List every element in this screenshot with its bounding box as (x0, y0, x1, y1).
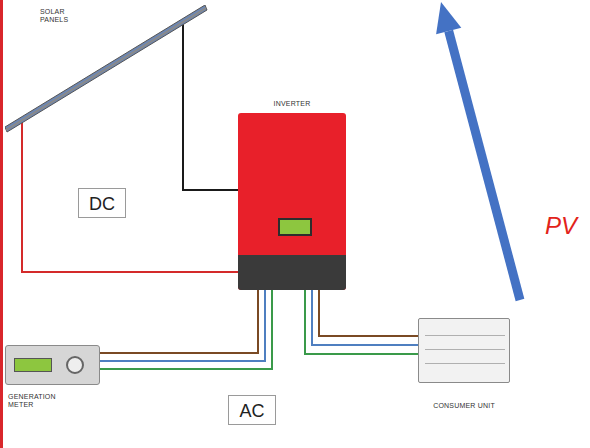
inverter-body (238, 113, 346, 290)
component: DC (78, 188, 126, 218)
wire (312, 290, 418, 345)
panel-line (425, 335, 505, 336)
panel-line (425, 349, 505, 350)
component: SOLAR PANELS (5, 5, 210, 135)
wire (183, 21, 238, 190)
voltage-label: AC (229, 401, 275, 421)
consumer-unit-body (418, 318, 510, 383)
component: INVERTER (238, 98, 346, 290)
slide-border (0, 0, 3, 448)
wire (100, 290, 265, 361)
component: GENERATION METER (5, 345, 105, 415)
wire (305, 290, 418, 354)
wire (22, 120, 238, 272)
meter-body (5, 345, 100, 385)
wire (100, 290, 258, 353)
inverter-display (278, 218, 312, 236)
arrow-shaft (449, 31, 520, 300)
inverter-base (238, 255, 346, 290)
meter-dial (66, 356, 84, 374)
annotation-label: PV (545, 212, 577, 240)
solar-panel-symbol (5, 5, 210, 135)
panel-frame (6, 8, 206, 130)
component-label: GENERATION METER (8, 393, 56, 409)
voltage-label: DC (79, 194, 125, 214)
component-label: INVERTER (238, 100, 346, 108)
component: CONSUMER UNIT (418, 318, 513, 418)
panel-face (5, 5, 207, 132)
wire (319, 290, 418, 336)
meter-display (14, 358, 52, 372)
arrow-head (436, 2, 461, 34)
wire (100, 290, 272, 369)
component-label: SOLAR PANELS (40, 8, 68, 24)
component: AC (228, 395, 276, 425)
component-label: CONSUMER UNIT (418, 402, 510, 410)
panel-line (425, 363, 505, 364)
